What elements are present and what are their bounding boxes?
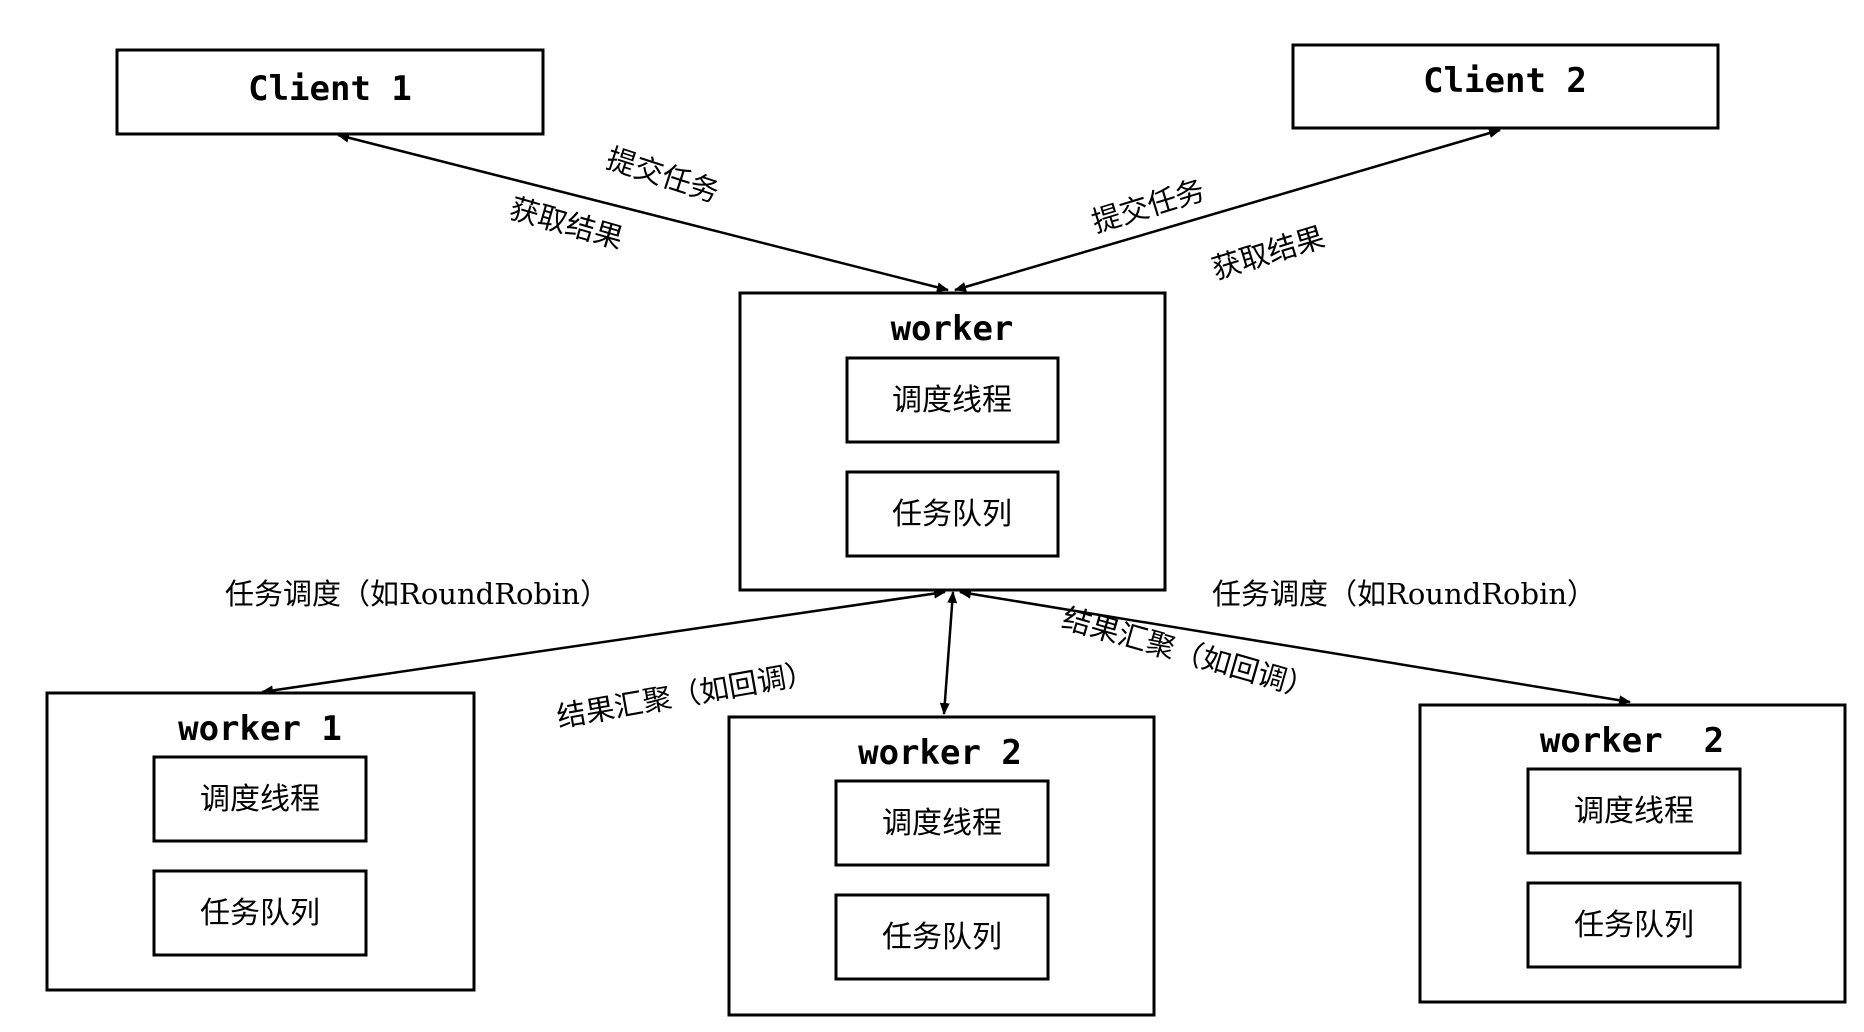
master-queue-label: 任务队列	[892, 497, 1012, 532]
client-2-box: Client 2	[1291, 43, 1720, 130]
worker-2-middle-title: worker 2	[858, 733, 1022, 773]
label-client2-fetch: 获取结果	[1208, 220, 1329, 286]
master-queue-box	[845, 470, 1060, 558]
worker-1-queue-box	[152, 869, 368, 957]
worker-2-right-thread-label: 调度线程	[1574, 794, 1694, 829]
label-client1-submit: 提交任务	[602, 141, 723, 209]
label-right-aggregate: 结果汇聚（如回调）	[1058, 601, 1318, 706]
label-client1-fetch: 获取结果	[506, 191, 627, 256]
worker-1-queue-label: 任务队列	[200, 896, 320, 931]
master-thread-box	[845, 356, 1060, 444]
label-client2-submit: 提交任务	[1088, 173, 1209, 239]
worker-1-box: worker 1 调度线程 任务队列	[45, 691, 476, 992]
client-1-box: Client 1	[115, 48, 545, 136]
worker-2-middle-thread-box	[834, 779, 1050, 867]
label-right-dispatch: 任务调度（如RoundRobin）	[1212, 577, 1596, 611]
worker-1-thread-box	[152, 755, 368, 843]
master-worker-title: worker	[891, 309, 1014, 349]
worker-2-right-box: worker 2 调度线程 任务队列	[1418, 703, 1847, 1004]
worker-1-thread-label: 调度线程	[200, 782, 320, 817]
edge-client1-master	[337, 132, 949, 293]
client-2-title: Client 2	[1423, 61, 1587, 101]
worker-1-title: worker 1	[178, 709, 342, 749]
edge-master-worker2-right	[959, 588, 1631, 706]
worker-2-right-thread-box	[1526, 767, 1742, 855]
worker-2-right-queue-label: 任务队列	[1574, 908, 1694, 943]
worker-2-middle-box: worker 2 调度线程 任务队列	[727, 715, 1156, 1017]
worker-2-middle-queue-box	[834, 893, 1050, 981]
label-left-dispatch: 任务调度（如RoundRobin）	[225, 577, 609, 611]
master-worker-box: worker 调度线程 任务队列	[738, 291, 1167, 592]
worker-2-right-title: worker 2	[1540, 721, 1724, 761]
edge-client2-master	[954, 128, 1501, 292]
master-thread-label: 调度线程	[892, 383, 1012, 418]
edge-master-worker1	[261, 588, 946, 696]
edge-master-worker2-middle	[939, 591, 958, 715]
client-1-title: Client 1	[248, 69, 412, 109]
worker-2-middle-thread-label: 调度线程	[882, 806, 1002, 841]
worker-2-right-queue-box	[1526, 881, 1742, 969]
worker-2-middle-queue-label: 任务队列	[882, 920, 1002, 955]
